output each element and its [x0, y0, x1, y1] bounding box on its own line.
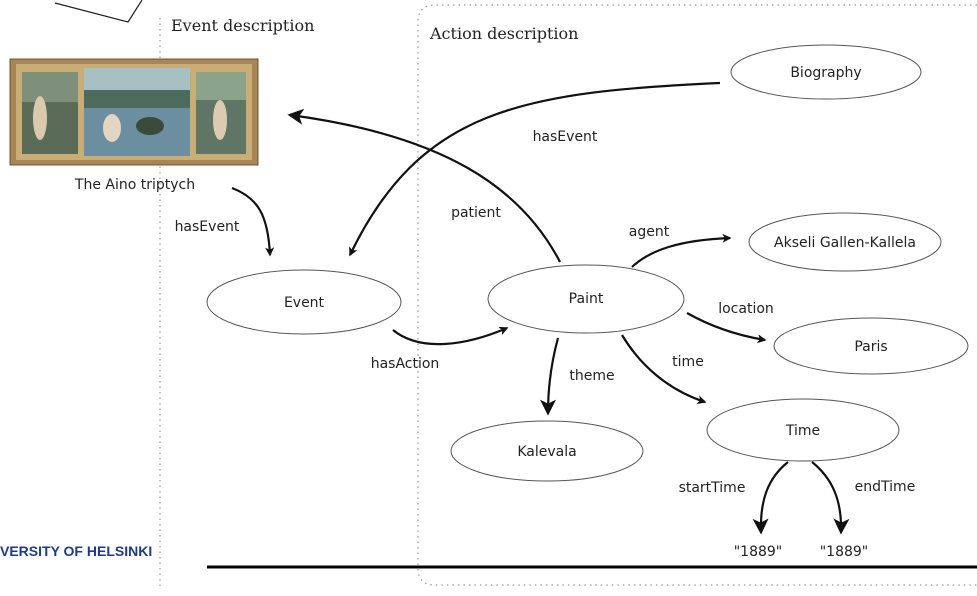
- edge-hasaction: [392, 326, 509, 346]
- node-akseli-gallen-kallela: Akseli Gallen-Kallela: [748, 212, 942, 272]
- edge-agent: [631, 233, 732, 268]
- node-akseli-gallen-kallela-label: Akseli Gallen-Kallela: [774, 235, 916, 251]
- literal-start-time: "1889": [734, 544, 783, 560]
- edge-label-endtime: endTime: [855, 479, 916, 495]
- literal-end-time: "1889": [820, 544, 869, 560]
- node-time: Time: [706, 398, 900, 462]
- edge-theme: [540, 337, 560, 416]
- event-description-title: Event description: [171, 16, 314, 35]
- edge-starttime: [752, 461, 789, 535]
- edge-endtime: [811, 461, 850, 535]
- node-paris-label: Paris: [854, 339, 887, 355]
- node-paint: Paint: [487, 264, 685, 334]
- node-biography-label: Biography: [790, 65, 861, 81]
- node-paint-label: Paint: [569, 291, 604, 307]
- edge-label-hasevent-biography: hasEvent: [533, 129, 598, 145]
- edge-label-agent: agent: [629, 224, 670, 240]
- action-description-title: Action description: [429, 24, 578, 43]
- node-paris: Paris: [773, 317, 969, 375]
- node-event-label: Event: [284, 295, 325, 311]
- node-time-label: Time: [785, 423, 820, 439]
- action-description-box: [417, 4, 977, 586]
- edge-time: [621, 334, 707, 404]
- image-caption: The Aino triptych: [74, 177, 195, 193]
- node-biography: Biography: [730, 44, 922, 100]
- node-kalevala-label: Kalevala: [517, 444, 576, 460]
- edge-hasevent-biography: [349, 81, 721, 257]
- edge-label-hasevent-image: hasEvent: [175, 219, 240, 235]
- node-kalevala: Kalevala: [450, 420, 644, 482]
- edge-label-location: location: [718, 301, 774, 317]
- edge-label-patient: patient: [451, 205, 501, 221]
- node-event: Event: [206, 269, 402, 335]
- university-of-helsinki-logo: VERSITY OF HELSINKI: [0, 543, 152, 559]
- aino-triptych-image: [9, 58, 259, 166]
- edge-label-starttime: startTime: [679, 480, 746, 496]
- edge-hasevent-image: [231, 186, 275, 257]
- edge-patient: [287, 108, 561, 263]
- edge-label-time: time: [672, 354, 704, 370]
- edge-label-theme: theme: [569, 368, 614, 384]
- edge-label-hasaction: hasAction: [371, 356, 440, 372]
- edge-location: [686, 312, 767, 344]
- callout-outline: [54, 0, 143, 23]
